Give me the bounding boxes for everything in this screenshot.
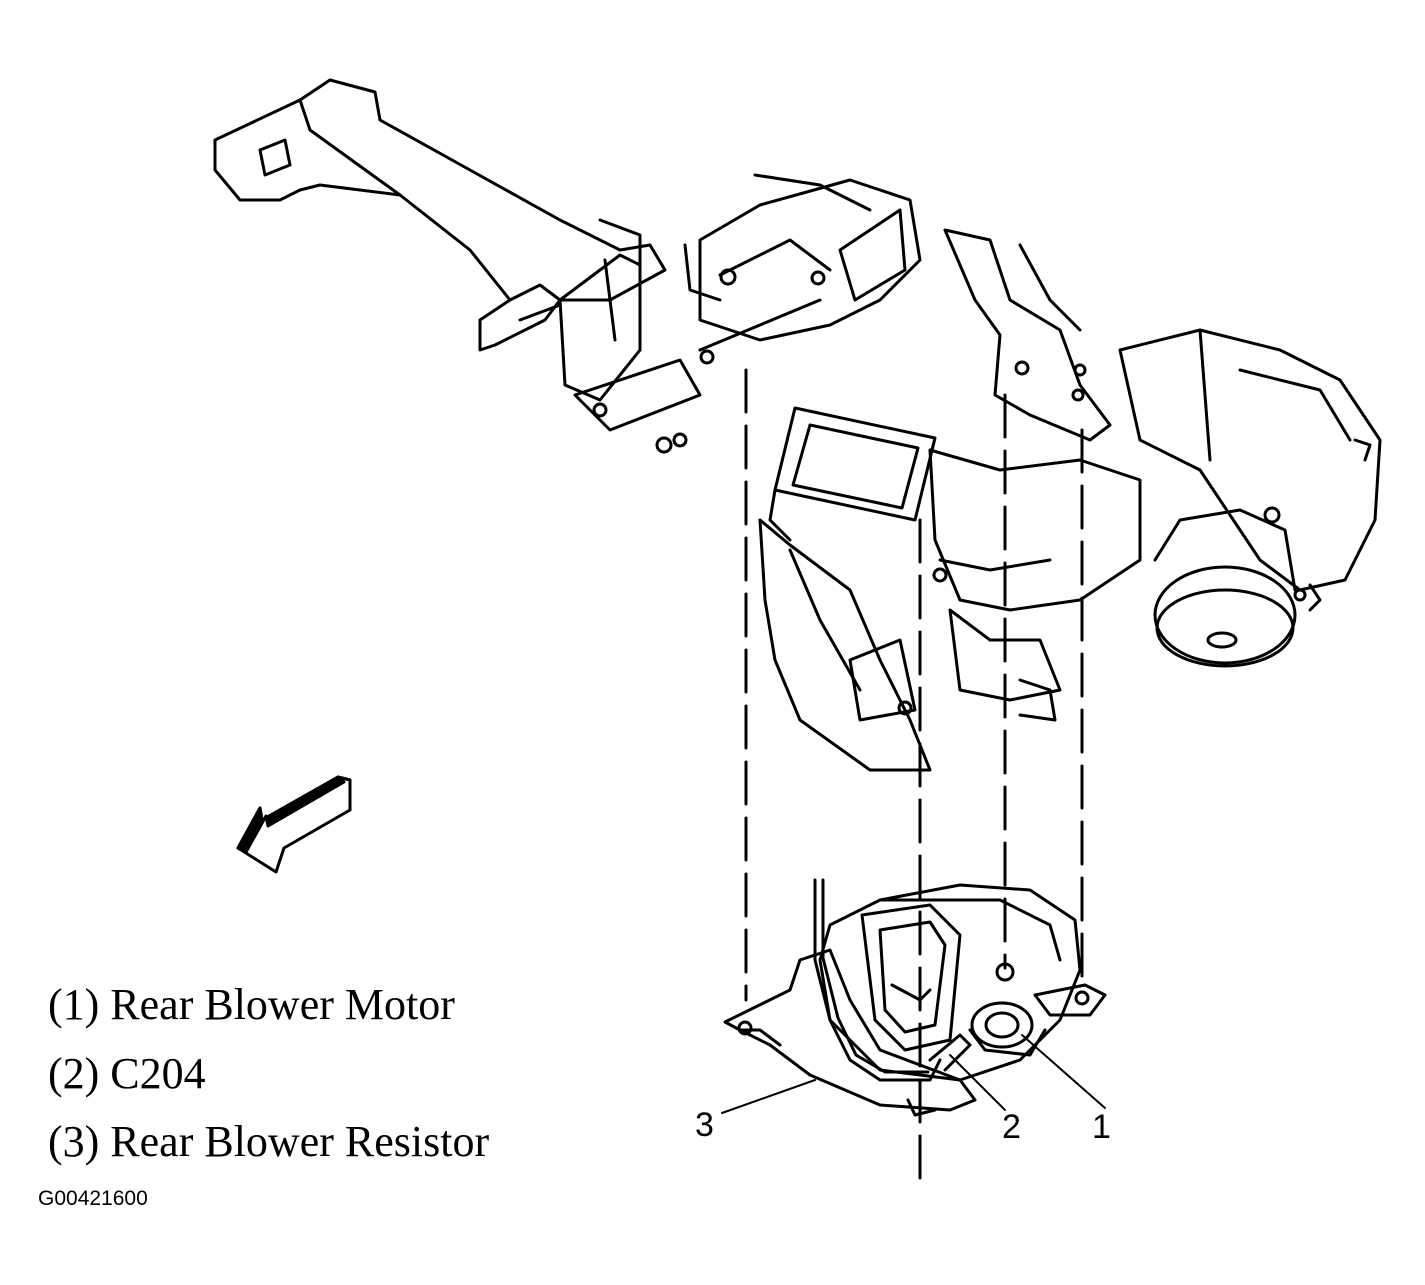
leader-line-2 bbox=[949, 1054, 1006, 1111]
forward-direction-arrow-icon bbox=[236, 775, 352, 874]
alignment-lines bbox=[744, 368, 1084, 1182]
legend-item-rear-blower-motor: (1) Rear Blower Motor bbox=[48, 980, 455, 1029]
upper-duct-assembly bbox=[213, 78, 1382, 772]
callout-3: 3 bbox=[695, 1106, 714, 1144]
leader-line-3 bbox=[721, 1079, 816, 1114]
figure-id: G00421600 bbox=[38, 1187, 148, 1210]
leader-line-1 bbox=[1021, 1034, 1106, 1109]
legend-item-c204: (2) C204 bbox=[48, 1049, 206, 1098]
callout-1: 1 bbox=[1092, 1108, 1111, 1146]
callout-2: 2 bbox=[1002, 1108, 1021, 1146]
callout-leaders bbox=[721, 1034, 1106, 1114]
legend-item-rear-blower-resistor: (3) Rear Blower Resistor bbox=[48, 1117, 490, 1166]
rear-blower-assembly bbox=[723, 878, 1107, 1117]
